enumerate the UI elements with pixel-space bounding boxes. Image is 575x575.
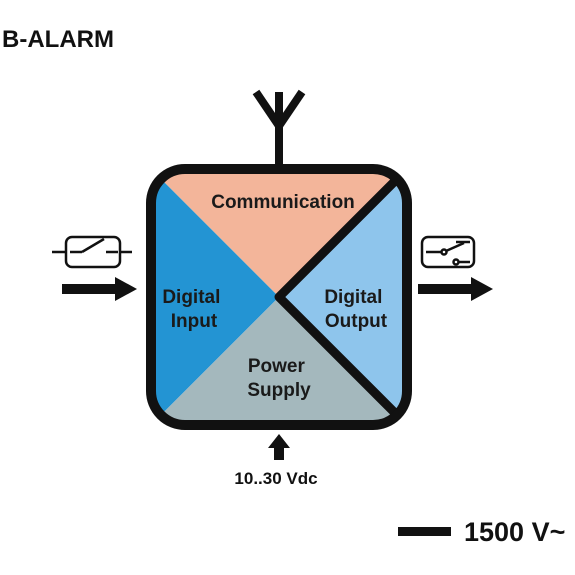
module-block <box>151 169 407 425</box>
isolation-voltage-label: 1500 V~ <box>464 517 565 547</box>
segment-communication <box>151 169 407 297</box>
segment-digital-input <box>151 169 279 425</box>
label-digital-input: Digital Input <box>162 287 225 332</box>
segment-dividers <box>274 171 405 423</box>
product-title: B-ALARM <box>2 26 114 53</box>
input-arrow <box>62 277 137 301</box>
relay-contact-icon <box>420 235 476 269</box>
segment-power-supply <box>151 297 407 425</box>
label-power-supply: Power Supply <box>247 356 311 401</box>
supply-voltage-label: 10..30 Vdc <box>234 469 317 488</box>
antenna-icon <box>252 89 306 170</box>
isolation-dash <box>398 527 451 536</box>
label-communication: Communication <box>211 192 355 213</box>
segment-digital-output <box>279 169 407 425</box>
power-arrow <box>268 434 290 460</box>
module-outline <box>146 164 412 430</box>
output-arrow <box>418 277 493 301</box>
label-digital-output: Digital Output <box>324 287 387 332</box>
switch-open-icon <box>52 235 132 269</box>
